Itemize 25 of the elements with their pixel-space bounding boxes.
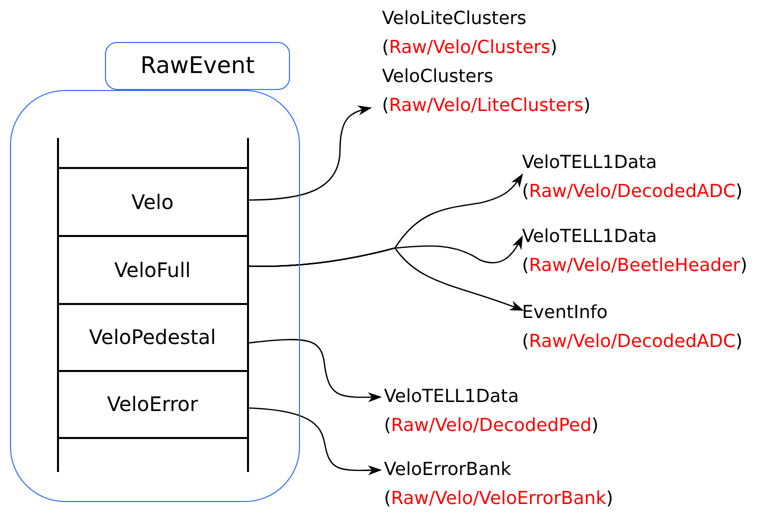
container-name: VeloErrorBank <box>384 459 512 480</box>
container-name: EventInfo <box>522 301 609 325</box>
curved-arrow <box>248 247 524 311</box>
curved-arrow <box>248 338 382 402</box>
container-box <box>10 90 300 502</box>
title-box <box>105 42 290 90</box>
container-name: VeloLiteClusters <box>382 7 528 31</box>
bank-path-label: (Raw/Velo/Clusters) <box>382 36 558 60</box>
row-label: VeloPedestal <box>89 325 216 349</box>
bank-path-label: (Raw/Velo/DecodedADC) <box>522 180 744 204</box>
row-label: VeloFull <box>114 258 191 282</box>
container-name: VeloTELL1Data <box>522 225 658 249</box>
row-label: Velo <box>131 190 174 214</box>
bank-path-label: (Raw/Velo/VeloErrorBank) <box>384 488 614 509</box>
bank-path-label: (Raw/Velo/DecodedADC) <box>522 330 744 354</box>
container-name: VeloTELL1Data <box>522 151 658 175</box>
curved-arrow <box>248 407 382 476</box>
box-title: RawEvent <box>140 53 255 79</box>
bank-path-label: (Raw/Velo/LiteClusters) <box>382 94 592 118</box>
container-name: VeloTELL1Data <box>384 385 520 409</box>
row-label: VeloError <box>107 392 198 416</box>
container-name: VeloClusters <box>382 65 494 89</box>
bank-path-label: (Raw/Velo/BeetleHeader) <box>522 254 748 278</box>
curved-arrow <box>248 106 372 201</box>
bank-path-label: (Raw/Velo/DecodedPed) <box>384 414 600 438</box>
